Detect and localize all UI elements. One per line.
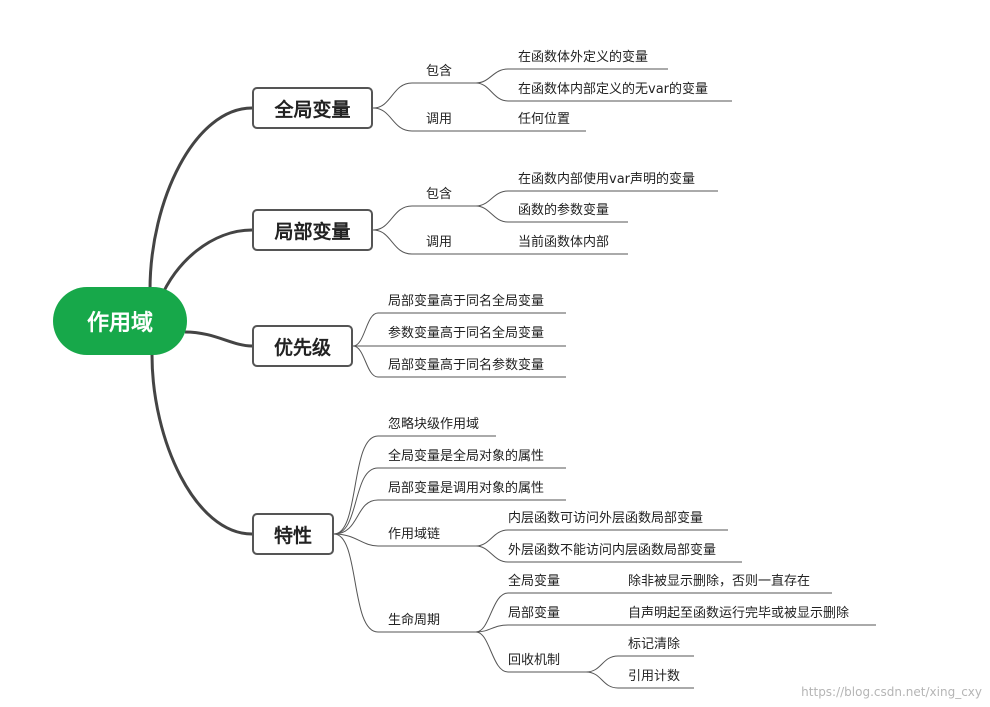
global-contains-label: 包含 xyxy=(426,64,453,79)
lifecycle-global-label: 全局变量 xyxy=(508,574,561,589)
lifecycle-label: 生命周期 xyxy=(388,613,441,628)
branch-features xyxy=(150,354,253,536)
lifecycle-global-desc: 除非被显示删除，否则一直存在 xyxy=(628,574,811,589)
sub-branches xyxy=(333,68,876,689)
lifecycle-local-desc: 自声明起至函数运行完毕或被显示删除 xyxy=(628,606,850,621)
local-contains-item: 在函数内部使用var声明的变量 xyxy=(518,172,696,187)
feature-item: 局部变量是调用对象的属性 xyxy=(388,481,545,496)
lifecycle-local-label: 局部变量 xyxy=(508,606,561,621)
global-call-item: 任何位置 xyxy=(518,112,571,127)
scope-chain-label: 作用域链 xyxy=(388,527,441,542)
gc-item: 引用计数 xyxy=(628,669,681,684)
feature-item: 忽略块级作用域 xyxy=(388,417,480,432)
global-contains-item: 在函数体内部定义的无var的变量 xyxy=(518,82,709,97)
local-call-label: 调用 xyxy=(426,235,453,250)
priority-item: 参数变量高于同名全局变量 xyxy=(388,326,545,341)
gc-item: 标记清除 xyxy=(628,637,681,652)
topic-global-variables[interactable]: 全局变量 xyxy=(252,87,373,129)
scope-chain-item: 内层函数可访问外层函数局部变量 xyxy=(508,511,704,526)
main-branches xyxy=(148,106,253,536)
watermark: https://blog.csdn.net/xing_cxy xyxy=(801,685,982,699)
priority-item: 局部变量高于同名全局变量 xyxy=(388,294,545,309)
scope-chain-item: 外层函数不能访问内层函数局部变量 xyxy=(508,543,717,558)
branch-global xyxy=(148,106,253,291)
local-contains-label: 包含 xyxy=(426,187,453,202)
branch-local xyxy=(158,228,253,301)
topic-local-variables[interactable]: 局部变量 xyxy=(252,209,373,251)
global-contains-item: 在函数体外定义的变量 xyxy=(518,50,649,65)
priority-item: 局部变量高于同名参数变量 xyxy=(388,358,545,373)
local-contains-item: 函数的参数变量 xyxy=(518,203,610,218)
root-node-scope[interactable]: 作用域 xyxy=(53,287,187,355)
local-call-item: 当前函数体内部 xyxy=(518,235,610,250)
gc-label: 回收机制 xyxy=(508,653,561,668)
global-call-label: 调用 xyxy=(426,112,453,127)
topic-features[interactable]: 特性 xyxy=(252,513,334,555)
topic-priority[interactable]: 优先级 xyxy=(252,325,353,367)
feature-item: 全局变量是全局对象的属性 xyxy=(388,449,545,464)
branch-priority xyxy=(184,330,253,348)
